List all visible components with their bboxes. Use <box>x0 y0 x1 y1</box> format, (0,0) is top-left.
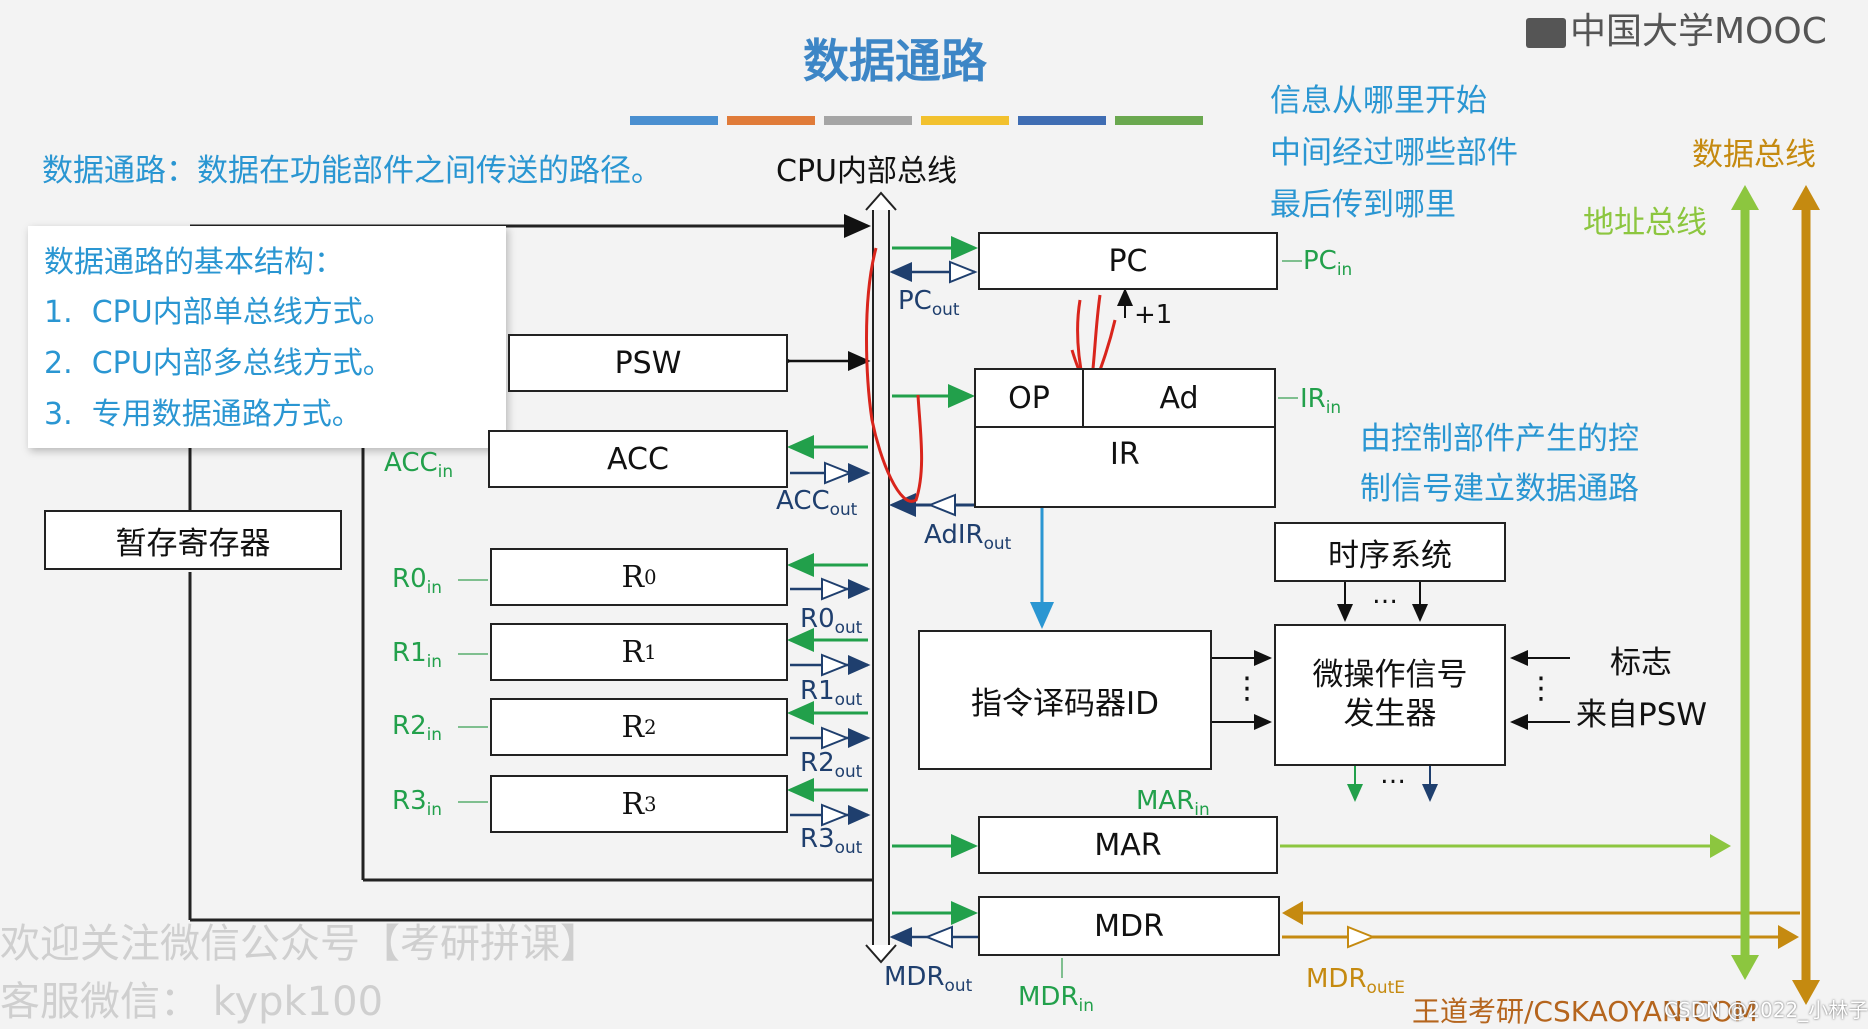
control-note-line2: 制信号建立数据通路 <box>1360 471 1639 507</box>
ir-ad-field: Ad <box>1082 368 1276 428</box>
decoder-vdots: ⋮ <box>1232 671 1262 706</box>
mdr-oute-signal: MDRoutE <box>1306 964 1405 998</box>
r1-in-signal: R1in <box>392 638 443 672</box>
r3-out-signal: R3out <box>800 824 863 858</box>
mooc-logo: 中国大学MOOC <box>1526 14 1827 50</box>
cpu-internal-bus <box>865 191 897 964</box>
mdr-register: MDR <box>978 896 1280 956</box>
timing-dots: … <box>1372 580 1398 610</box>
acc-out-signal: ACCout <box>776 486 858 520</box>
flags-label: 标志 <box>1610 645 1672 681</box>
r3-in-signal: R3in <box>392 786 443 820</box>
r2-out-signal: R2out <box>800 748 863 782</box>
flags-vdots: ⋮ <box>1526 671 1556 706</box>
card-item-1: 1. CPU内部单总线方式。 <box>44 295 393 330</box>
color-bar-segment <box>921 116 1009 125</box>
question-3: 最后传到哪里 <box>1270 187 1456 223</box>
color-bar-segment <box>1018 116 1106 125</box>
temp-register: 暂存寄存器 <box>44 510 342 570</box>
mdr-out-signal: MDRout <box>884 962 973 996</box>
question-2: 中间经过哪些部件 <box>1270 135 1518 171</box>
flags-source-label: 来自PSW <box>1576 697 1708 733</box>
ir-label: IR <box>1110 437 1140 472</box>
instruction-decoder: 指令译码器ID <box>918 630 1212 770</box>
pc-register: PC <box>978 232 1278 290</box>
definition-text: 数据通路：数据在功能部件之间传送的路径。 <box>42 153 662 189</box>
color-bar-segment <box>727 116 815 125</box>
data-bus-arrow <box>1792 185 1820 1005</box>
register-bus-connections <box>787 553 871 827</box>
page-title: 数据通路 <box>803 34 987 88</box>
ir-in-signal: IRin <box>1300 384 1342 418</box>
data-bus-label: 数据总线 <box>1692 137 1816 173</box>
pc-plus-one: +1 <box>1134 300 1173 330</box>
question-1: 信息从哪里开始 <box>1270 83 1487 119</box>
r2-in-signal: R2in <box>392 711 443 745</box>
output-dots: … <box>1380 760 1406 790</box>
title-color-bar <box>630 116 1203 125</box>
psw-register: PSW <box>508 334 788 392</box>
footer-brand: 王道考研/CSKAOYAN.COM <box>1412 995 1758 1028</box>
footer-credit: CSDN @2022_小林子 <box>1664 998 1868 1022</box>
watermark-line2: 客服微信： kypk100 <box>0 979 384 1025</box>
acc-in-signal: ACCin <box>384 448 454 482</box>
color-bar-segment <box>1115 116 1203 125</box>
cpu-bus-label: CPU内部总线 <box>776 154 957 189</box>
structure-card <box>28 226 506 448</box>
r0-out-signal: R0out <box>800 604 863 638</box>
micro-op-generator: 微操作信号发生器 <box>1274 624 1506 766</box>
mar-in-signal: MARin <box>1136 786 1210 820</box>
mar-register: MAR <box>978 816 1278 874</box>
control-note-line1: 由控制部件产生的控 <box>1360 421 1639 457</box>
address-bus-arrow <box>1731 185 1759 980</box>
r0-in-signal: R0in <box>392 564 443 598</box>
r1-out-signal: R1out <box>800 676 863 710</box>
card-item-2: 2. CPU内部多总线方式。 <box>44 346 393 381</box>
card-heading: 数据通路的基本结构： <box>44 245 344 280</box>
address-bus-label: 地址总线 <box>1583 205 1707 241</box>
acc-register: ACC <box>488 430 788 488</box>
color-bar-segment <box>824 116 912 125</box>
pc-out-signal: PCout <box>898 286 960 320</box>
adir-out-signal: AdIRout <box>924 520 1012 554</box>
mdr-in-signal: MDRin <box>1018 982 1094 1016</box>
card-item-3: 3. 专用数据通路方式。 <box>44 397 362 432</box>
book-icon <box>1526 18 1566 48</box>
pc-in-signal: PCin <box>1303 246 1353 280</box>
timing-system: 时序系统 <box>1274 522 1506 582</box>
watermark-line1: 欢迎关注微信公众号【考研拼课】 <box>0 921 600 967</box>
ir-op-field: OP <box>974 368 1084 428</box>
color-bar-segment <box>630 116 718 125</box>
